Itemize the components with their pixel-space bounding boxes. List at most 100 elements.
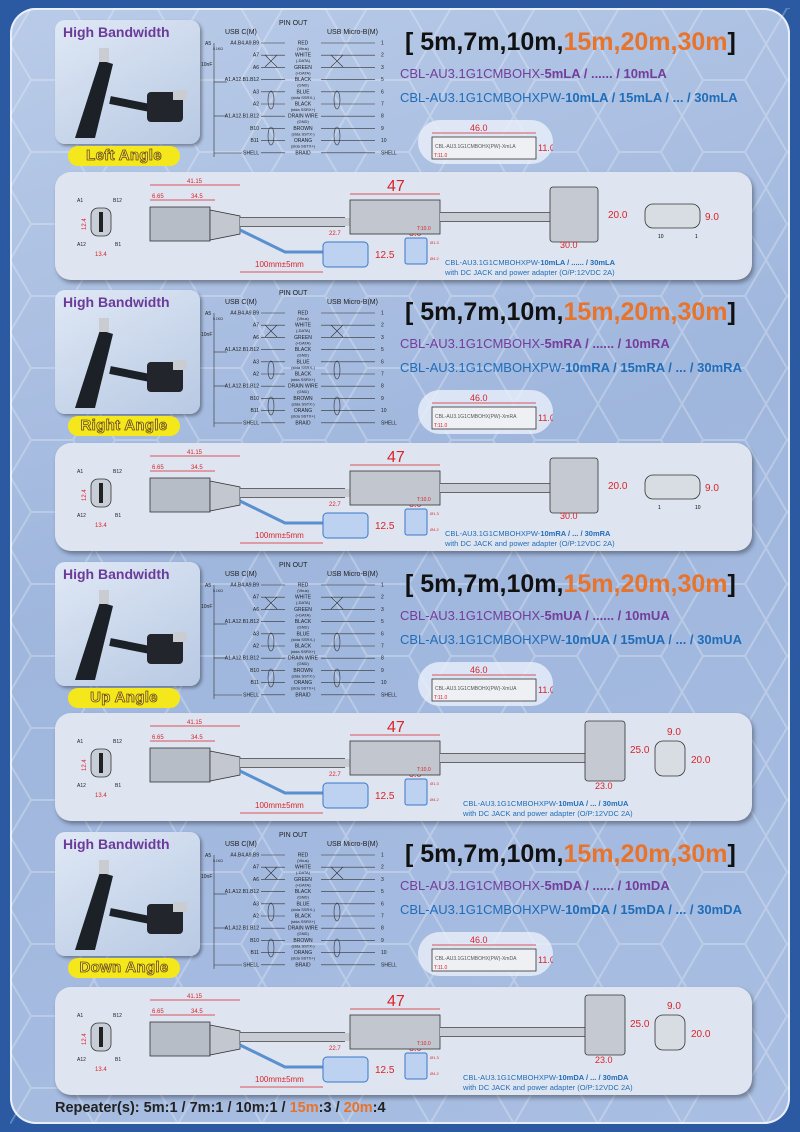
svg-text:A1.A12.B1.B12: A1.A12.B1.B12 — [225, 656, 259, 662]
repeater-label: Repeater(s): — [55, 1100, 144, 1116]
svg-text:(GND): (GND) — [297, 119, 309, 124]
svg-text:A2: A2 — [253, 914, 259, 920]
svg-text:22.7: 22.7 — [329, 231, 341, 237]
svg-text:USB C(M): USB C(M) — [225, 299, 257, 306]
svg-text:100mm±5mm: 100mm±5mm — [255, 531, 304, 540]
svg-text:B1: B1 — [115, 242, 121, 248]
svg-text:46.0: 46.0 — [470, 123, 488, 133]
repeater-count: :1 — [210, 1100, 224, 1116]
svg-text:6: 6 — [381, 901, 384, 907]
svg-text:(GND): (GND) — [297, 661, 309, 666]
label-drawing: 46.0 CBL-AU3.1G1CMBOHX(PW)-XmRA T:11.0 1… — [418, 390, 555, 434]
svg-text:22.7: 22.7 — [329, 1046, 341, 1052]
length-options: [ 5m,7m,10m,15m,20m,30m] — [405, 570, 736, 598]
svg-text:USB C(M): USB C(M) — [225, 29, 257, 36]
svg-text:A3: A3 — [253, 631, 259, 637]
svg-text:5.1KΩ: 5.1KΩ — [213, 589, 223, 593]
svg-text:A7: A7 — [253, 595, 259, 601]
svg-text:A6: A6 — [253, 65, 259, 71]
angle-label: Down Angle — [68, 958, 180, 978]
svg-text:22.7: 22.7 — [329, 502, 341, 508]
svg-text:(stda SSRX-): (stda SSRX-) — [291, 365, 315, 370]
svg-text:8: 8 — [381, 114, 384, 120]
svg-text:BRAID: BRAID — [295, 962, 311, 968]
svg-text:6: 6 — [381, 89, 384, 95]
svg-text:B10: B10 — [250, 126, 259, 132]
svg-text:SHELL: SHELL — [243, 420, 259, 426]
micro-b-face — [644, 203, 701, 229]
svg-text:41.15: 41.15 — [187, 450, 203, 456]
svg-text:13.4: 13.4 — [95, 793, 107, 799]
svg-text:GREEN: GREEN — [294, 607, 312, 613]
svg-text:T:11.0: T:11.0 — [434, 695, 447, 701]
svg-text:10nF: 10nF — [201, 604, 212, 610]
svg-text:A1: A1 — [77, 198, 83, 204]
svg-text:23.0: 23.0 — [595, 781, 613, 791]
svg-text:T:10.0: T:10.0 — [417, 767, 431, 773]
svg-text:6.65: 6.65 — [152, 735, 164, 741]
svg-text:(Vbus): (Vbus) — [297, 588, 309, 593]
svg-text:(stda SSRX-): (stda SSRX-) — [291, 907, 315, 912]
svg-text:GREEN: GREEN — [294, 335, 312, 341]
svg-text:6: 6 — [381, 359, 384, 365]
svg-text:RED: RED — [298, 41, 309, 47]
svg-text:(stda SSTX+): (stda SSTX+) — [291, 686, 316, 691]
micro-b-face — [654, 740, 686, 777]
svg-text:(stda SSTX+): (stda SSTX+) — [291, 144, 316, 149]
svg-text:ORANG: ORANG — [294, 408, 312, 414]
svg-text:(Vbus): (Vbus) — [297, 46, 309, 51]
svg-text:30.0: 30.0 — [560, 511, 578, 521]
svg-text:5: 5 — [381, 77, 384, 83]
svg-text:13.4: 13.4 — [95, 523, 107, 529]
svg-text:A5: A5 — [205, 853, 211, 859]
svg-text:BROWN: BROWN — [293, 396, 313, 402]
svg-text:BLACK: BLACK — [295, 644, 312, 650]
svg-text:(GND): (GND) — [297, 625, 309, 630]
usb-c-plug — [149, 747, 211, 783]
svg-text:13.4: 13.4 — [95, 252, 107, 258]
svg-text:WHITE: WHITE — [295, 865, 312, 871]
svg-text:10: 10 — [658, 234, 664, 240]
svg-text:A4.B4.A9.B9: A4.B4.A9.B9 — [230, 41, 259, 47]
svg-text:3: 3 — [381, 65, 384, 71]
svg-text:7: 7 — [381, 102, 384, 108]
cable-photo — [75, 590, 187, 680]
svg-text:20.0: 20.0 — [608, 210, 628, 221]
svg-text:(GND): (GND) — [297, 389, 309, 394]
repeater-count: :3 — [318, 1100, 332, 1116]
svg-text:47: 47 — [387, 178, 405, 195]
svg-text:10nF: 10nF — [201, 62, 212, 68]
repeater-count: :4 — [372, 1100, 386, 1116]
svg-text:CBL-AU3.1G1CMBOHX(PW)-XmLA: CBL-AU3.1G1CMBOHX(PW)-XmLA — [435, 144, 516, 150]
svg-text:A12: A12 — [77, 242, 86, 248]
svg-text:PIN OUT: PIN OUT — [279, 290, 308, 297]
micro-b-face — [644, 474, 701, 500]
repeater-count: :1 — [164, 1100, 178, 1116]
svg-text:BLUE: BLUE — [296, 901, 310, 907]
svg-text:11.0: 11.0 — [538, 685, 553, 695]
svg-text:9.0: 9.0 — [667, 727, 681, 738]
svg-text:(GND): (GND) — [297, 895, 309, 900]
length-options: [ 5m,7m,10m,15m,20m,30m] — [405, 28, 736, 56]
part-number-standard: CBL-AU3.1G1CMBOHX-5mDA / ...... / 10mDA — [400, 878, 670, 893]
svg-text:100mm±5mm: 100mm±5mm — [255, 260, 304, 269]
svg-text:DRAIN WIRE: DRAIN WIRE — [288, 384, 319, 390]
svg-text:30.0: 30.0 — [560, 240, 578, 250]
svg-text:(GND): (GND) — [297, 931, 309, 936]
svg-text:7: 7 — [381, 914, 384, 920]
svg-text:ORANG: ORANG — [294, 950, 312, 956]
svg-text:A6: A6 — [253, 607, 259, 613]
svg-text:(+DATA): (+DATA) — [295, 70, 311, 75]
micro-b-connector — [549, 186, 599, 243]
svg-text:10: 10 — [381, 138, 387, 144]
part-number-powered: CBL-AU3.1G1CMBOHXPW-10mRA / 15mRA / ... … — [400, 360, 742, 375]
svg-text:USB C(M): USB C(M) — [225, 571, 257, 578]
bandwidth-badge: High Bandwidth — [63, 566, 170, 582]
svg-text:41.15: 41.15 — [187, 720, 203, 726]
usb-c-plug — [149, 206, 211, 242]
